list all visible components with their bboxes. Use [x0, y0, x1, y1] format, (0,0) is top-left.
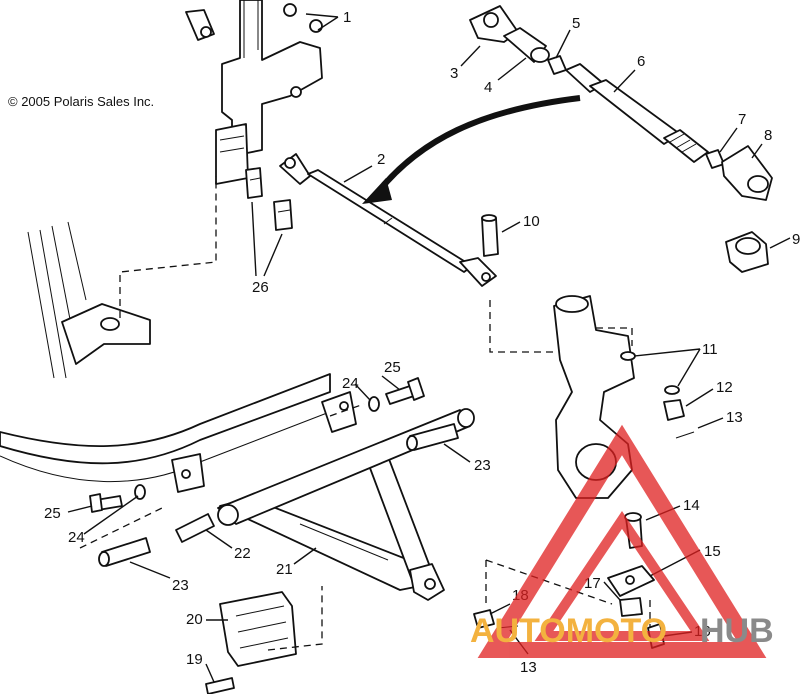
bolt-19 [205, 677, 235, 694]
callout-24-bottom: 24 [68, 529, 85, 546]
watermark-text-right: HUB [700, 612, 774, 650]
callout-20: 20 [186, 611, 203, 628]
callout-11: 11 [702, 341, 718, 358]
callout-6: 6 [637, 53, 645, 70]
tie-rod [279, 153, 497, 287]
watermark [477, 424, 767, 658]
guard-20 [219, 586, 323, 667]
tie-rod-assembly [469, 5, 773, 201]
callout-21: 21 [276, 561, 293, 578]
frame-rail [0, 373, 365, 549]
a-arm [217, 408, 475, 601]
callout-5: 5 [572, 15, 580, 32]
frame-tubes [27, 176, 217, 379]
bushings-22-23 [98, 423, 459, 567]
callout-14: 14 [683, 497, 700, 514]
callout-13-top: 13 [726, 409, 743, 426]
callout-23-right: 23 [474, 457, 491, 474]
direction-arrow [362, 95, 581, 204]
copyright-text: © 2005 Polaris Sales Inc. [8, 94, 154, 109]
watermark-text-left: AUTOMOTO [470, 612, 667, 650]
callout-8: 8 [764, 127, 772, 144]
callout-19: 19 [186, 651, 203, 668]
watermark-triangle-icon [477, 424, 767, 658]
callout-23-left: 23 [172, 577, 189, 594]
callout-25-top: 25 [384, 359, 401, 376]
callout-12: 12 [716, 379, 733, 396]
callout-25-bottom: 25 [44, 505, 61, 522]
callout-13-bottom: 13 [520, 659, 537, 676]
callout-10: 10 [523, 213, 540, 230]
bolts-25-washers-24 [89, 377, 425, 513]
callout-22: 22 [234, 545, 251, 562]
callout-26: 26 [252, 279, 269, 296]
pin-10 [481, 214, 499, 257]
callout-2: 2 [377, 151, 385, 168]
bushing-9 [725, 231, 769, 273]
callout-1: 1 [343, 9, 351, 26]
spindle [489, 295, 695, 499]
callout-4: 4 [484, 79, 492, 96]
bolts-26 [245, 167, 293, 231]
callout-24-top: 24 [342, 375, 359, 392]
watermark-triangle-inner-icon [534, 511, 710, 641]
callout-7: 7 [738, 111, 746, 128]
callout-15: 15 [704, 543, 721, 560]
frame-upright [185, 0, 323, 185]
callout-9: 9 [792, 231, 800, 248]
callout-3: 3 [450, 65, 458, 82]
